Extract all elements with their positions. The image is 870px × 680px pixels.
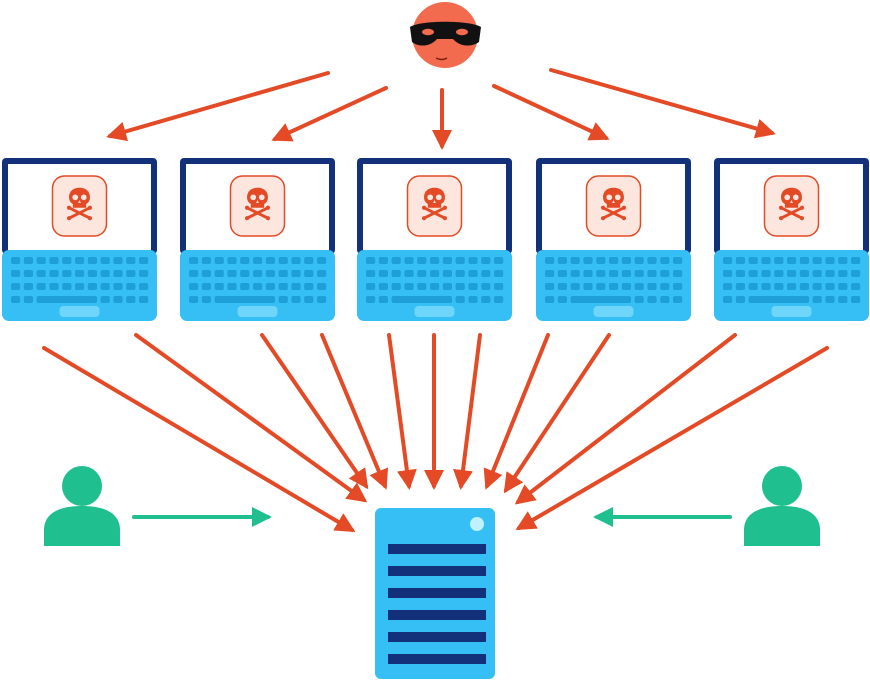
server-led	[470, 517, 484, 531]
target-server	[375, 508, 495, 679]
laptop-trackpad	[237, 306, 278, 317]
attack-arrow	[514, 333, 737, 505]
laptop-keyboard	[366, 257, 504, 303]
laptop-bot-5	[714, 158, 869, 321]
laptop-keyboard	[189, 257, 327, 303]
laptop-keyboard	[545, 257, 683, 303]
laptop-keyboard	[11, 257, 149, 303]
bot-to-server-attack-arrows	[42, 333, 829, 533]
arrow-attacker-bot-4	[492, 84, 610, 141]
laptop-trackpad	[59, 306, 100, 317]
laptop-trackpad	[414, 306, 455, 317]
arrow-attacker-bot-1	[106, 71, 330, 142]
user-icon	[44, 466, 120, 546]
server-slots	[388, 544, 486, 664]
laptop-trackpad	[593, 306, 634, 317]
attack-arrow	[483, 333, 550, 490]
user-right	[744, 466, 820, 546]
attack-arrow	[260, 333, 369, 490]
laptop-bot-3	[357, 158, 512, 321]
attack-arrow	[387, 333, 417, 490]
attack-arrow	[134, 333, 368, 503]
attack-arrow	[453, 333, 482, 490]
user-left	[44, 466, 120, 546]
attack-arrow	[42, 346, 356, 533]
laptop-bot-2	[180, 158, 335, 321]
attacker	[410, 2, 481, 68]
laptop-bot-4	[536, 158, 691, 321]
attacker-to-bot-arrows	[106, 68, 776, 150]
arrow-attacker-bot-2	[271, 86, 388, 142]
laptop-keyboard	[723, 257, 861, 303]
laptop-bot-1	[2, 158, 157, 321]
laptop-trackpad	[771, 306, 812, 317]
arrow-attacker-bot-5	[549, 68, 776, 139]
attack-arrow	[515, 346, 829, 531]
attack-arrow	[320, 333, 389, 490]
botnet	[2, 158, 869, 321]
attack-arrow	[503, 333, 611, 494]
user-icon	[744, 466, 820, 546]
